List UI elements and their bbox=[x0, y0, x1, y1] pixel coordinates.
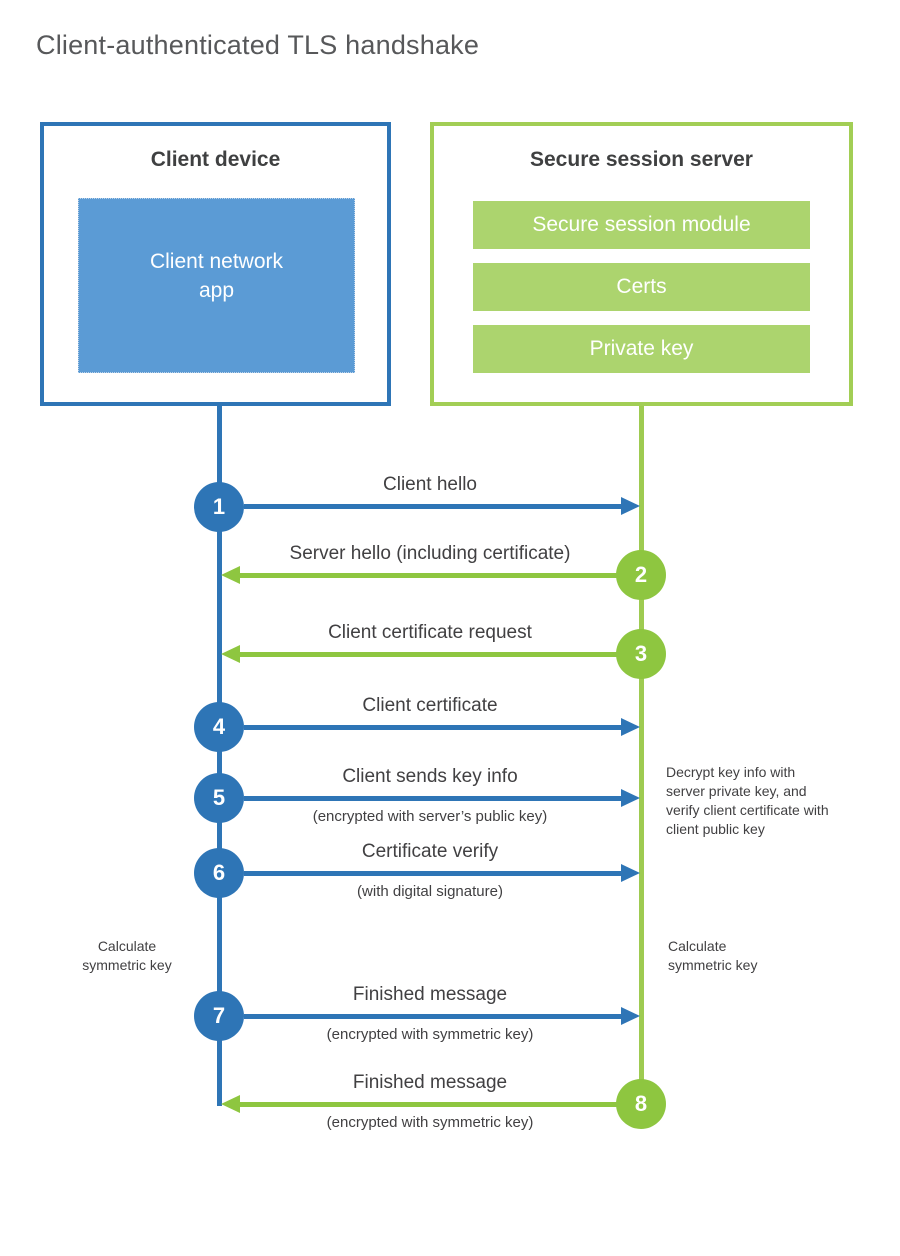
note-decrypt-key-info: Decrypt key info with server private key… bbox=[666, 764, 829, 837]
step-1-badge: 1 bbox=[194, 482, 244, 532]
step-6-badge: 6 bbox=[194, 848, 244, 898]
step-3-badge: 3 bbox=[616, 629, 666, 679]
client-lifeline bbox=[217, 406, 222, 1106]
arrow-right-icon bbox=[621, 789, 640, 807]
arrow-left-icon bbox=[221, 645, 240, 663]
arrow-right-icon bbox=[621, 864, 640, 882]
step-5-subtext: (encrypted with server’s public key) bbox=[312, 808, 548, 825]
server-lifeline bbox=[639, 406, 644, 1082]
step-4-badge: 4 bbox=[194, 702, 244, 752]
page-title: Client-authenticated TLS handshake bbox=[36, 30, 480, 60]
arrow-right-icon bbox=[621, 497, 640, 515]
note-calculate-symmetric-key-client: Calculate symmetric key bbox=[82, 938, 172, 973]
arrow-left-icon bbox=[221, 566, 240, 584]
step-4-label: Client certificate bbox=[362, 695, 498, 716]
note-calculate-symmetric-key-server: Calculate symmetric key bbox=[668, 938, 758, 973]
step-4-arrow bbox=[244, 718, 640, 736]
step-3-arrow bbox=[221, 645, 617, 663]
step-7-label: Finished message bbox=[352, 984, 508, 1005]
step-2-arrow bbox=[221, 566, 617, 584]
step-6-subtext: (with digital signature) bbox=[357, 883, 503, 900]
step-1-arrow bbox=[244, 497, 640, 515]
arrow-right-icon bbox=[621, 1007, 640, 1025]
step-7-badge: 7 bbox=[194, 991, 244, 1041]
step-6-arrow bbox=[244, 864, 640, 882]
server-module-certs: Certs bbox=[473, 263, 810, 311]
step-8-subtext: (encrypted with symmetric key) bbox=[326, 1114, 534, 1131]
step-5-label: Client sends key info bbox=[342, 766, 518, 787]
step-2-label: Server hello (including certificate) bbox=[289, 543, 571, 564]
step-8-badge: 8 bbox=[616, 1079, 666, 1129]
step-8-label: Finished message bbox=[352, 1072, 508, 1093]
step-8-arrow bbox=[221, 1095, 617, 1113]
step-5-arrow bbox=[244, 789, 640, 807]
server-module-private-key: Private key bbox=[473, 325, 810, 373]
step-7-arrow bbox=[244, 1007, 640, 1025]
client-network-app-block: Client network app bbox=[78, 198, 355, 373]
step-7-subtext: (encrypted with symmetric key) bbox=[326, 1026, 534, 1043]
arrow-right-icon bbox=[621, 718, 640, 736]
step-6-label: Certificate verify bbox=[361, 841, 499, 862]
step-1-label: Client hello bbox=[383, 474, 477, 495]
secure-session-server-title: Secure session server bbox=[530, 148, 753, 171]
client-device-title: Client device bbox=[150, 148, 281, 171]
arrow-left-icon bbox=[221, 1095, 240, 1113]
step-5-badge: 5 bbox=[194, 773, 244, 823]
step-2-badge: 2 bbox=[616, 550, 666, 600]
server-module-secure-session: Secure session module bbox=[473, 201, 810, 249]
step-3-label: Client certificate request bbox=[328, 622, 532, 643]
